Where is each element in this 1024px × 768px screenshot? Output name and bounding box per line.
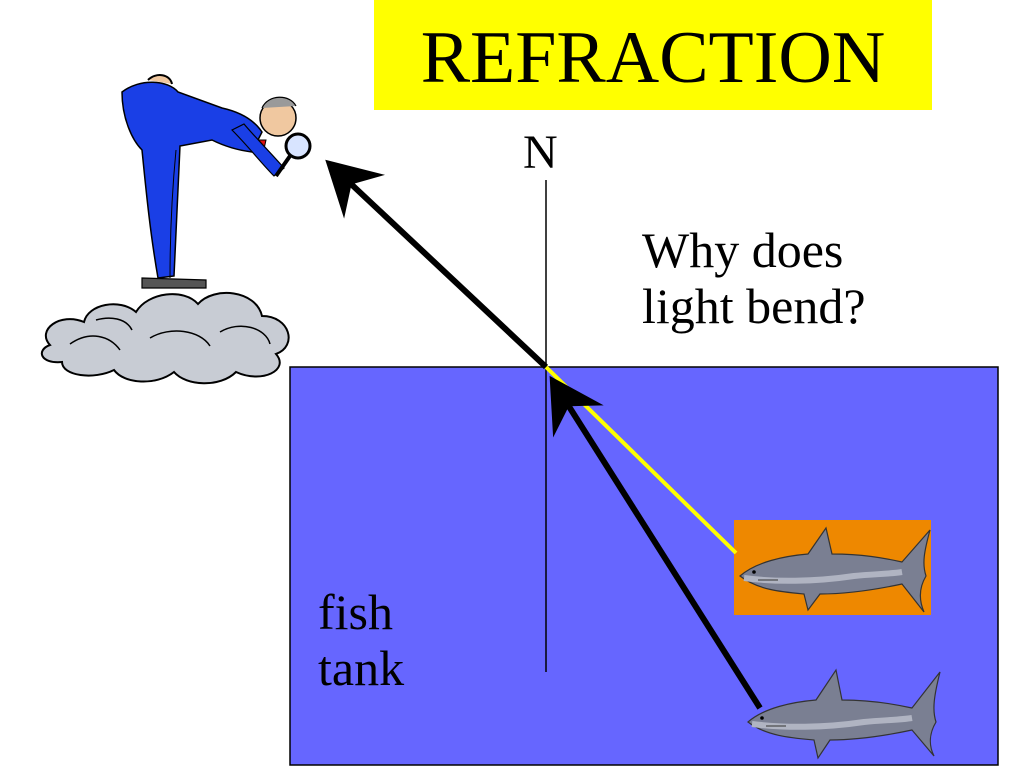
refracted-ray-in-water — [549, 375, 763, 710]
cloud — [40, 291, 290, 385]
tank-label-line-1: fish — [318, 584, 393, 640]
fish-tank-label: fish tank — [318, 584, 458, 696]
observer-man — [121, 74, 312, 289]
title-banner: REFRACTION — [374, 0, 932, 110]
real-shark — [747, 668, 941, 760]
question-line-2: light bend? — [642, 278, 866, 334]
normal-label: N — [523, 126, 558, 179]
question-text: Why does light bend? — [642, 222, 942, 334]
slide-title: REFRACTION — [420, 17, 886, 99]
ray-in-air — [325, 159, 549, 370]
apparent-shark — [739, 526, 931, 613]
tank-label-line-2: tank — [318, 640, 405, 696]
question-line-1: Why does — [642, 222, 844, 278]
